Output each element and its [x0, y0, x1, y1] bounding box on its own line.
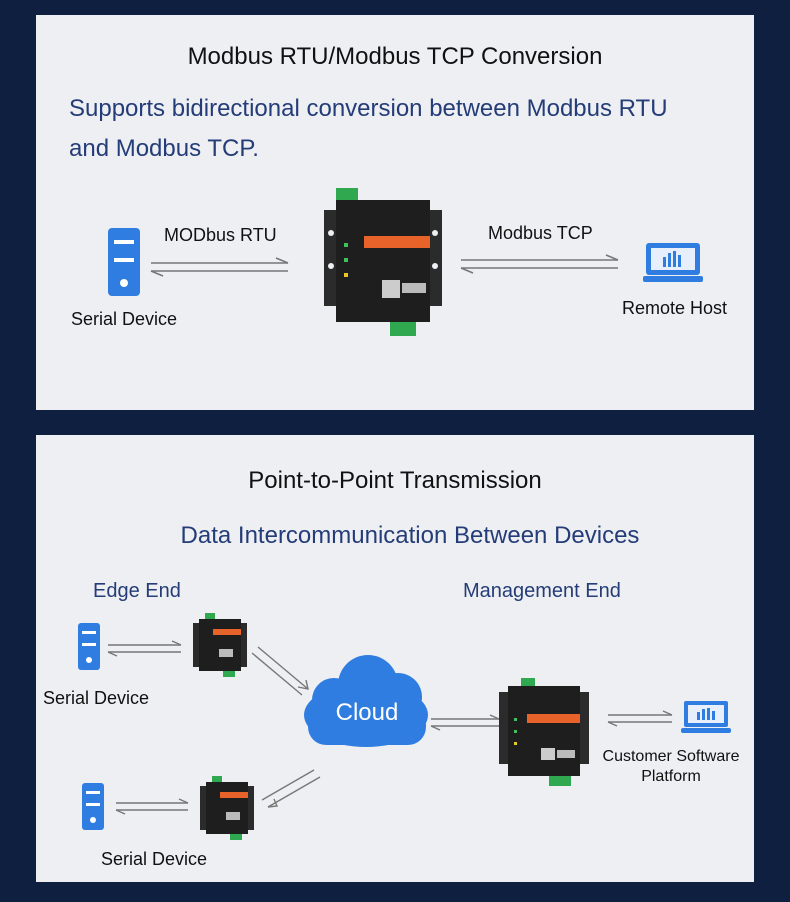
edge-end-label: Edge End	[93, 580, 181, 602]
tcp-arrows	[460, 254, 619, 274]
server-icon	[108, 228, 140, 296]
server-icon	[82, 783, 104, 830]
serial-device-label: Serial Device	[43, 688, 150, 708]
gateway-device-small	[193, 613, 247, 677]
serial-device-label: Serial Device	[71, 309, 178, 329]
platform-arrows	[607, 710, 673, 727]
cloud-label: Cloud	[335, 699, 399, 726]
tcp-label: Modbus TCP	[488, 223, 593, 243]
panel-subtitle: Data Intercommunication Between Devices	[180, 522, 640, 549]
edge-arrows-bottom	[115, 798, 189, 815]
modbus-conversion-panel: Modbus RTU/Modbus TCP Conversion Support…	[36, 15, 754, 410]
panel1-graphics	[108, 188, 703, 336]
panel-subtitle-line2: and Modbus TCP.	[69, 135, 259, 162]
gateway-device	[324, 188, 442, 336]
laptop-icon	[643, 243, 703, 282]
panel-title: Point-to-Point Transmission	[248, 467, 542, 494]
panel-subtitle-line1: Supports bidirectional conversion betwee…	[69, 95, 668, 122]
rtu-arrows	[150, 257, 289, 277]
cloud-device-arrows	[430, 714, 500, 731]
customer-platform-label-line2: Platform	[641, 768, 701, 785]
cloud-icon	[304, 655, 428, 747]
panel-title: Modbus RTU/Modbus TCP Conversion	[187, 43, 603, 70]
point-to-point-panel: Point-to-Point Transmission Data Interco…	[36, 435, 754, 882]
gateway-device-small	[200, 776, 254, 840]
panel2-graphics	[78, 613, 731, 840]
edge-arrows-top	[107, 640, 182, 657]
server-icon	[78, 623, 100, 670]
management-end-label: Management End	[463, 580, 621, 602]
rtu-label: MODbus RTU	[164, 225, 277, 245]
cloud-arrows	[251, 646, 321, 808]
laptop-icon	[681, 701, 731, 733]
customer-platform-label-line1: Customer Software	[602, 748, 740, 765]
gateway-device-management	[499, 678, 589, 786]
serial-device-label: Serial Device	[101, 849, 208, 869]
remote-host-label: Remote Host	[622, 298, 728, 318]
